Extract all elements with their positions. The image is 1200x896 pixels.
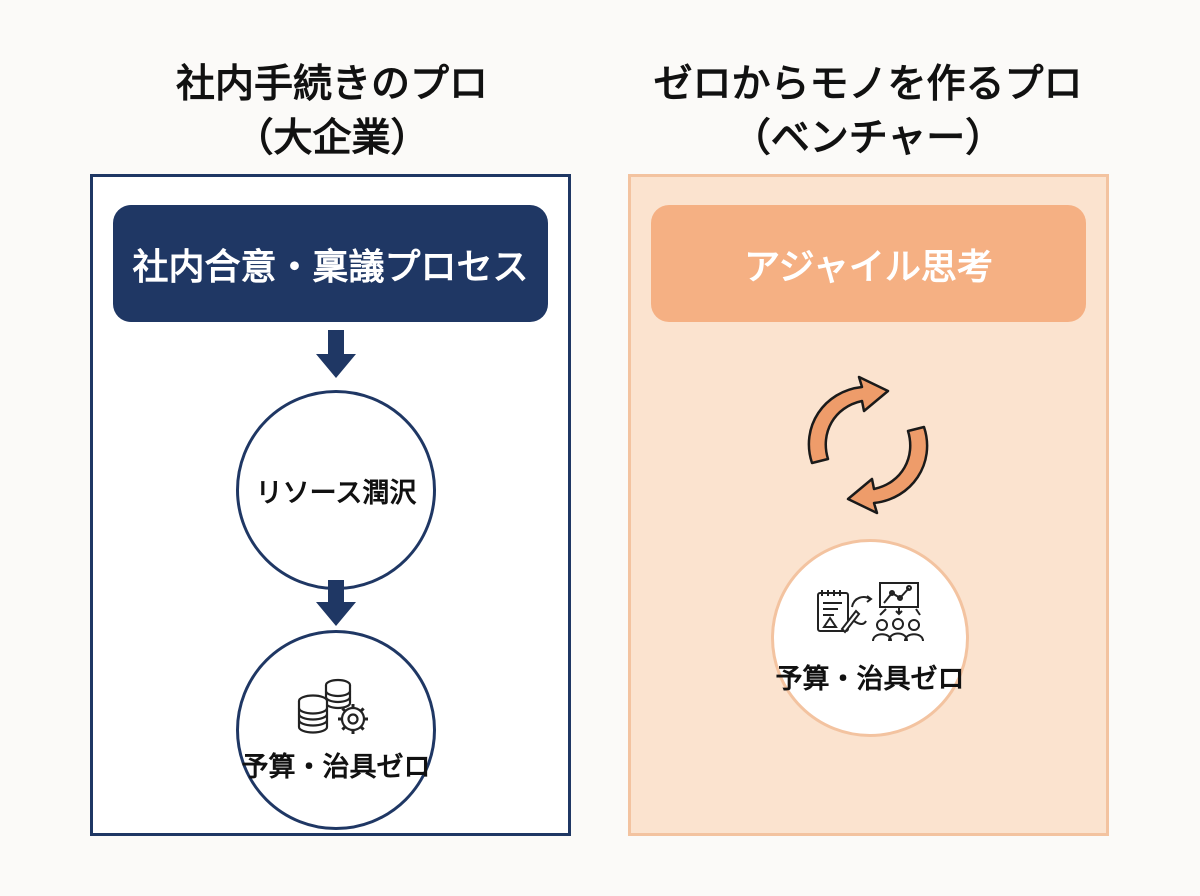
- right-header-box: アジャイル思考: [651, 205, 1086, 322]
- right-title-line1: ゼロからモノを作るプロ: [653, 62, 1083, 107]
- resource-circle: リソース潤沢: [236, 390, 436, 590]
- budget-zero-label-right: 予算・治具ゼロ: [775, 663, 965, 695]
- planning-team-icon: [817, 581, 924, 641]
- coin-stack-gear-icon: [297, 678, 368, 734]
- left-header-label: 社内合意・稟議プロセス: [132, 246, 529, 288]
- left-column-title: 社内手続きのプロ （大企業）: [72, 58, 592, 166]
- down-arrow-icon: [316, 330, 356, 378]
- budget-zero-circle-left: 予算・治具ゼロ: [236, 630, 436, 830]
- cycle-arrows-icon: [807, 375, 929, 515]
- left-panel: 社内合意・稟議プロセス リソース潤沢 予算・: [90, 174, 571, 836]
- left-title-line2: （大企業）: [234, 116, 430, 161]
- left-title-line1: 社内手続きのプロ: [175, 62, 488, 107]
- budget-zero-circle-right: 予算・治具ゼロ: [771, 539, 969, 737]
- budget-zero-label-left: 予算・治具ゼロ: [241, 751, 431, 783]
- right-panel: アジャイル思考: [628, 174, 1109, 836]
- down-arrow-icon: [316, 580, 356, 626]
- right-title-line2: （ベンチャー）: [731, 116, 1005, 161]
- right-column-title: ゼロからモノを作るプロ （ベンチャー）: [608, 58, 1128, 166]
- left-header-box: 社内合意・稟議プロセス: [113, 205, 548, 322]
- right-header-label: アジャイル思考: [744, 246, 993, 288]
- resource-label: リソース潤沢: [255, 477, 417, 509]
